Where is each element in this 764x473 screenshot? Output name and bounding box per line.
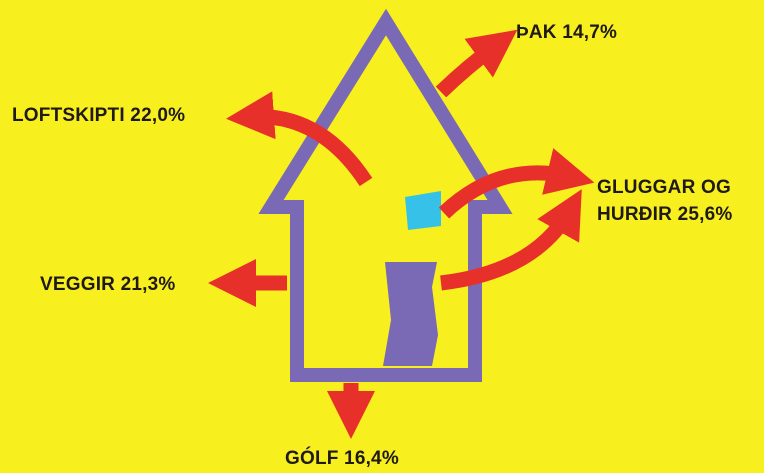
arrow-window (438, 148, 595, 219)
arrow-door (440, 189, 582, 291)
window (405, 191, 441, 230)
house-outline (258, 8, 513, 382)
label-roof: ÞAK 14,7% (516, 22, 618, 43)
arrow-ventilation (226, 91, 373, 187)
arrow-roof (435, 29, 518, 98)
label-ventilation: LOFTSKIPTI 22,0% (12, 105, 186, 126)
door (383, 262, 438, 366)
label-windows-doors-line2: HURÐIR 25,6% (597, 204, 733, 225)
label-windows-doors-line1: GLUGGAR OG (597, 177, 731, 198)
label-floor: GÓLF 16,4% (285, 448, 399, 469)
label-walls: VEGGIR 21,3% (40, 274, 176, 295)
